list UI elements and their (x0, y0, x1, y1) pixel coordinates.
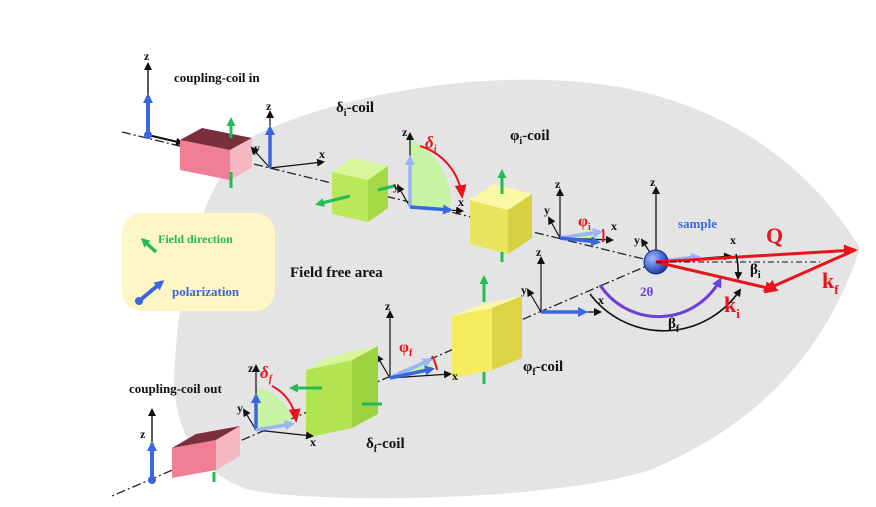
coupling-coil-out-axes: z (140, 408, 157, 484)
svg-text:z: z (140, 427, 146, 441)
svg-text:x: x (319, 147, 325, 161)
svg-text:z: z (402, 125, 408, 139)
svg-text:z: z (144, 49, 150, 63)
svg-text:x: x (598, 293, 604, 307)
ki-vector-label: ki (724, 292, 740, 321)
axes-after-coupling-in: z x y (250, 99, 325, 169)
delta-f-angle-label: δf (260, 363, 274, 385)
field-free-area-label: Field free area (290, 265, 383, 281)
delta-i-coil-box (315, 158, 395, 222)
beta-f-label: βf (668, 316, 680, 335)
phi-f-angle-label: φf (399, 339, 413, 359)
q-vector-label: Q (766, 223, 783, 248)
svg-text:y: y (544, 203, 550, 217)
delta-i-rotation-axes: z x y (393, 125, 467, 215)
svg-text:x: x (611, 219, 617, 233)
beta-i-label: βi (750, 262, 761, 281)
svg-text:y: y (634, 233, 640, 247)
svg-text:x: x (458, 195, 464, 209)
svg-text:z: z (536, 245, 542, 259)
delta-i-coil-label: δi-coil (336, 100, 374, 119)
kf-vector-label: kf (822, 268, 839, 297)
svg-text:x: x (310, 435, 316, 449)
coupling-coil-in-box (180, 117, 252, 188)
field-direction-icon (140, 237, 158, 254)
svg-text:z: z (385, 299, 391, 313)
svg-text:x: x (730, 233, 736, 247)
coupling-coil-out-label: coupling-coil out (129, 381, 222, 396)
phi-f-rotation-axes: z x y (370, 299, 458, 383)
coupling-coil-in-axes: z (143, 49, 184, 146)
svg-text:z: z (248, 361, 254, 375)
delta-f-coil-label: δf-coil (366, 436, 405, 455)
axes-after-sample: z x y (521, 245, 604, 317)
svg-text:z: z (555, 177, 561, 191)
polarization-icon (137, 280, 165, 303)
phi-i-rotation-axes: z x y (544, 177, 617, 247)
phi-f-coil-box (452, 275, 522, 384)
legend-polarization: polarization (172, 284, 240, 299)
svg-text:y: y (521, 283, 527, 297)
phi-f-coil-label: φf-coil (523, 359, 563, 378)
svg-text:z: z (650, 175, 656, 189)
legend-field-direction: Field direction (158, 232, 233, 246)
delta-f-rotation-axes: z x y (237, 361, 316, 449)
phi-i-coil-box (470, 169, 532, 262)
coupling-coil-in-label: coupling-coil in (174, 70, 260, 85)
scattering-vectors (589, 244, 858, 332)
svg-text:x: x (452, 369, 458, 383)
coupling-coil-out-box (172, 426, 240, 482)
svg-text:z: z (266, 99, 272, 113)
phi-i-coil-label: φi-coil (510, 128, 550, 147)
svg-text:y: y (237, 401, 243, 415)
delta-i-angle-label: δi (425, 133, 437, 155)
two-theta-label: 2θ (640, 284, 654, 299)
delta-f-coil-box (289, 346, 382, 438)
svg-text:y: y (393, 179, 399, 193)
phi-i-angle-label: φi (578, 213, 591, 233)
legend-box (122, 213, 275, 311)
sample-label: sample (678, 216, 717, 231)
svg-text:y: y (254, 141, 260, 155)
